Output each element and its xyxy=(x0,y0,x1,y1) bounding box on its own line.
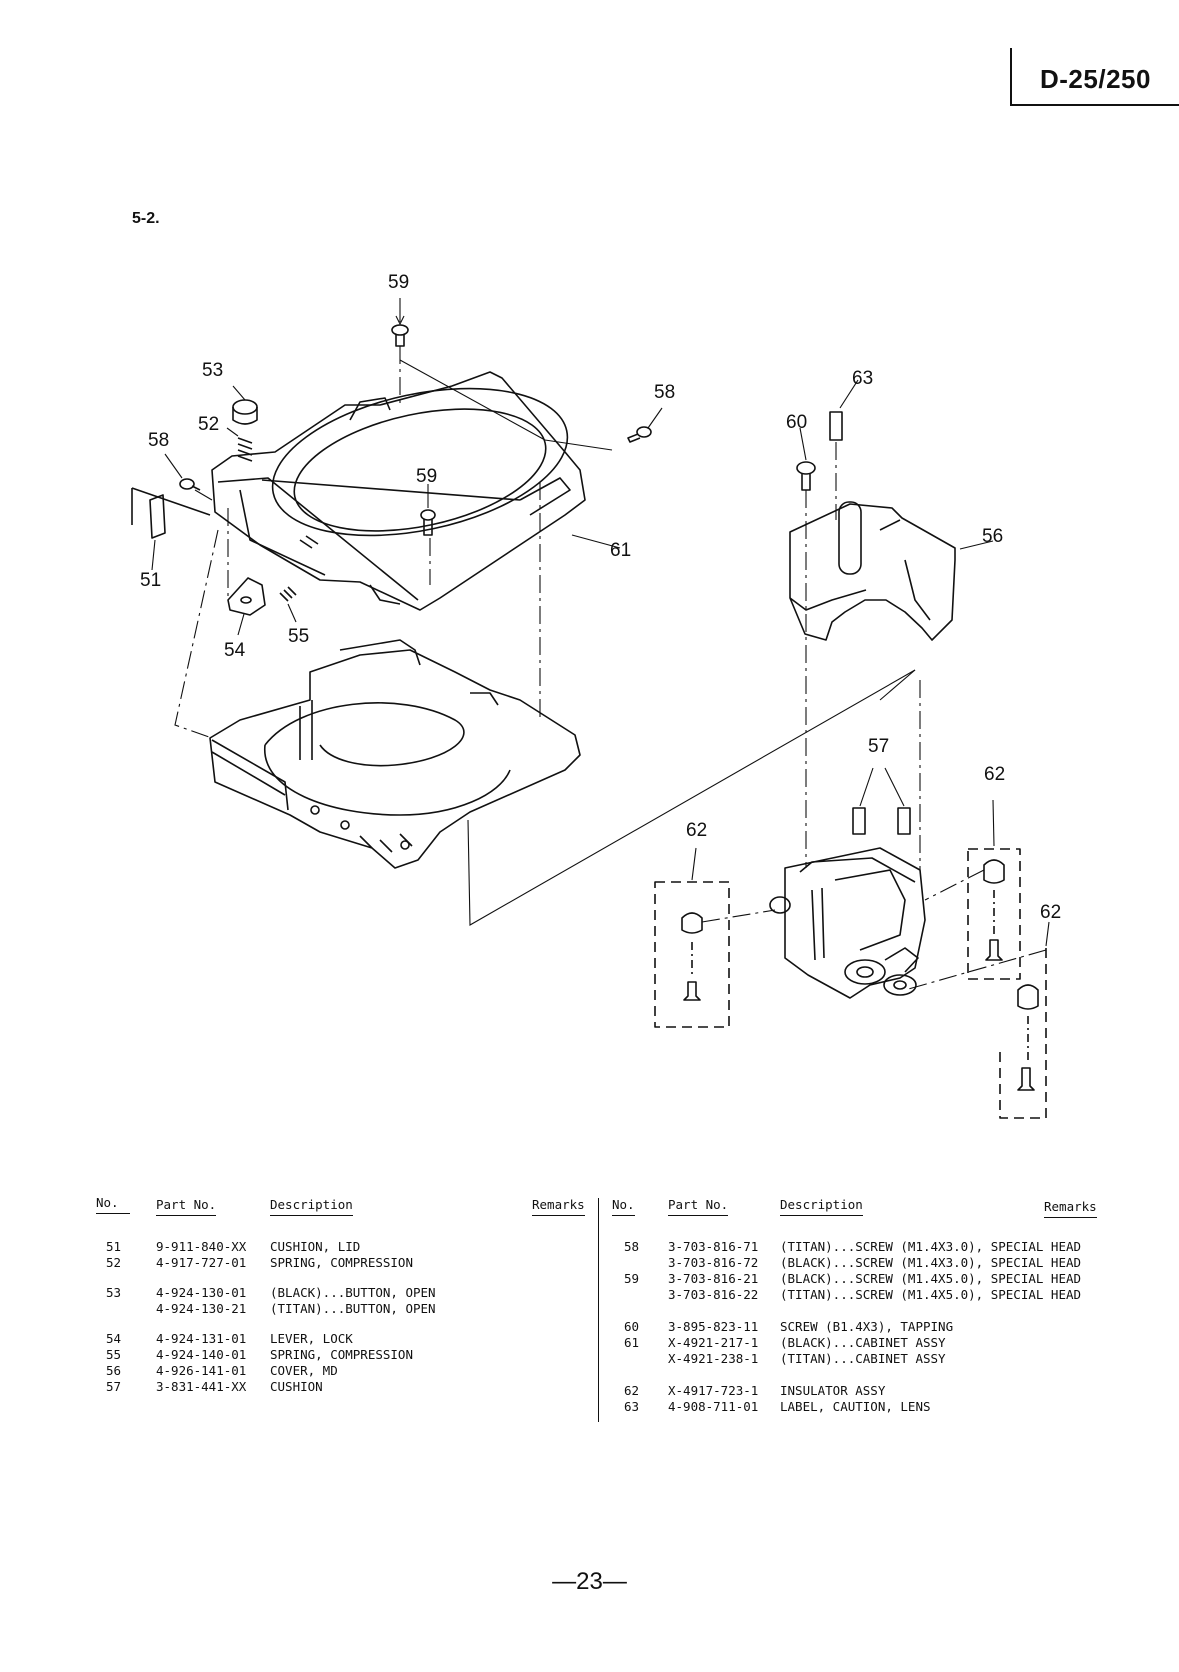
mechanism-base-part xyxy=(769,847,926,999)
lock-lever-part xyxy=(227,577,266,616)
insulator-right-b xyxy=(999,948,1047,1119)
header-part-no-left: Part No. xyxy=(156,1197,217,1216)
section-number: 5-2. xyxy=(132,210,160,227)
callout-58b: 58 xyxy=(148,430,169,451)
header-no-right: No. xyxy=(612,1197,635,1216)
screw-58-left xyxy=(179,478,201,491)
model-box xyxy=(1010,48,1179,106)
insulator-left xyxy=(654,881,730,1028)
callout-60: 60 xyxy=(786,412,807,433)
insulator-right-a xyxy=(967,848,1021,980)
column-divider xyxy=(598,1198,599,1422)
header-part-no-right: Part No. xyxy=(668,1197,729,1216)
cushion-part-b xyxy=(897,807,911,835)
callout-61: 61 xyxy=(610,540,631,561)
screw-58-right xyxy=(627,426,652,443)
chassis-lower-part xyxy=(209,639,581,869)
compression-spring-part xyxy=(279,586,297,602)
callout-62a: 62 xyxy=(686,820,707,841)
callout-62c: 62 xyxy=(1040,902,1061,923)
cushion-lid-part xyxy=(131,487,211,539)
cushion-part-a xyxy=(852,807,866,835)
callout-59b: 59 xyxy=(416,466,437,487)
header-description-right: Description xyxy=(780,1197,863,1216)
cover-md-part xyxy=(789,501,956,641)
callout-54: 54 xyxy=(224,640,246,661)
open-button-part xyxy=(232,399,258,425)
callout-51: 51 xyxy=(140,570,161,591)
callout-62b: 62 xyxy=(984,764,1005,785)
callout-57: 57 xyxy=(868,736,889,757)
exploded-view-diagram: 59 53 52 58 51 54 55 58 59 61 63 60 56 5… xyxy=(131,272,1061,1119)
screw-59-top xyxy=(391,324,409,347)
caution-label-part xyxy=(829,411,843,441)
page-number: —23— xyxy=(552,1568,627,1595)
header-no-left: No. xyxy=(96,1195,130,1214)
callout-56: 56 xyxy=(982,526,1003,547)
spring-part xyxy=(237,437,253,462)
callout-53: 53 xyxy=(202,360,223,381)
screw-60 xyxy=(796,461,816,491)
model-number: D-25/250 xyxy=(1040,64,1151,94)
callout-58a: 58 xyxy=(654,382,675,403)
header-remarks-right: Remarks xyxy=(1044,1199,1097,1218)
header-remarks-left: Remarks xyxy=(532,1197,585,1216)
screw-59-mid xyxy=(420,509,436,536)
callout-63: 63 xyxy=(852,368,873,389)
callout-59a: 59 xyxy=(388,272,409,293)
callout-55: 55 xyxy=(288,626,309,647)
header-description-left: Description xyxy=(270,1197,353,1216)
cabinet-upper-part xyxy=(211,371,586,611)
callout-52: 52 xyxy=(198,414,219,435)
